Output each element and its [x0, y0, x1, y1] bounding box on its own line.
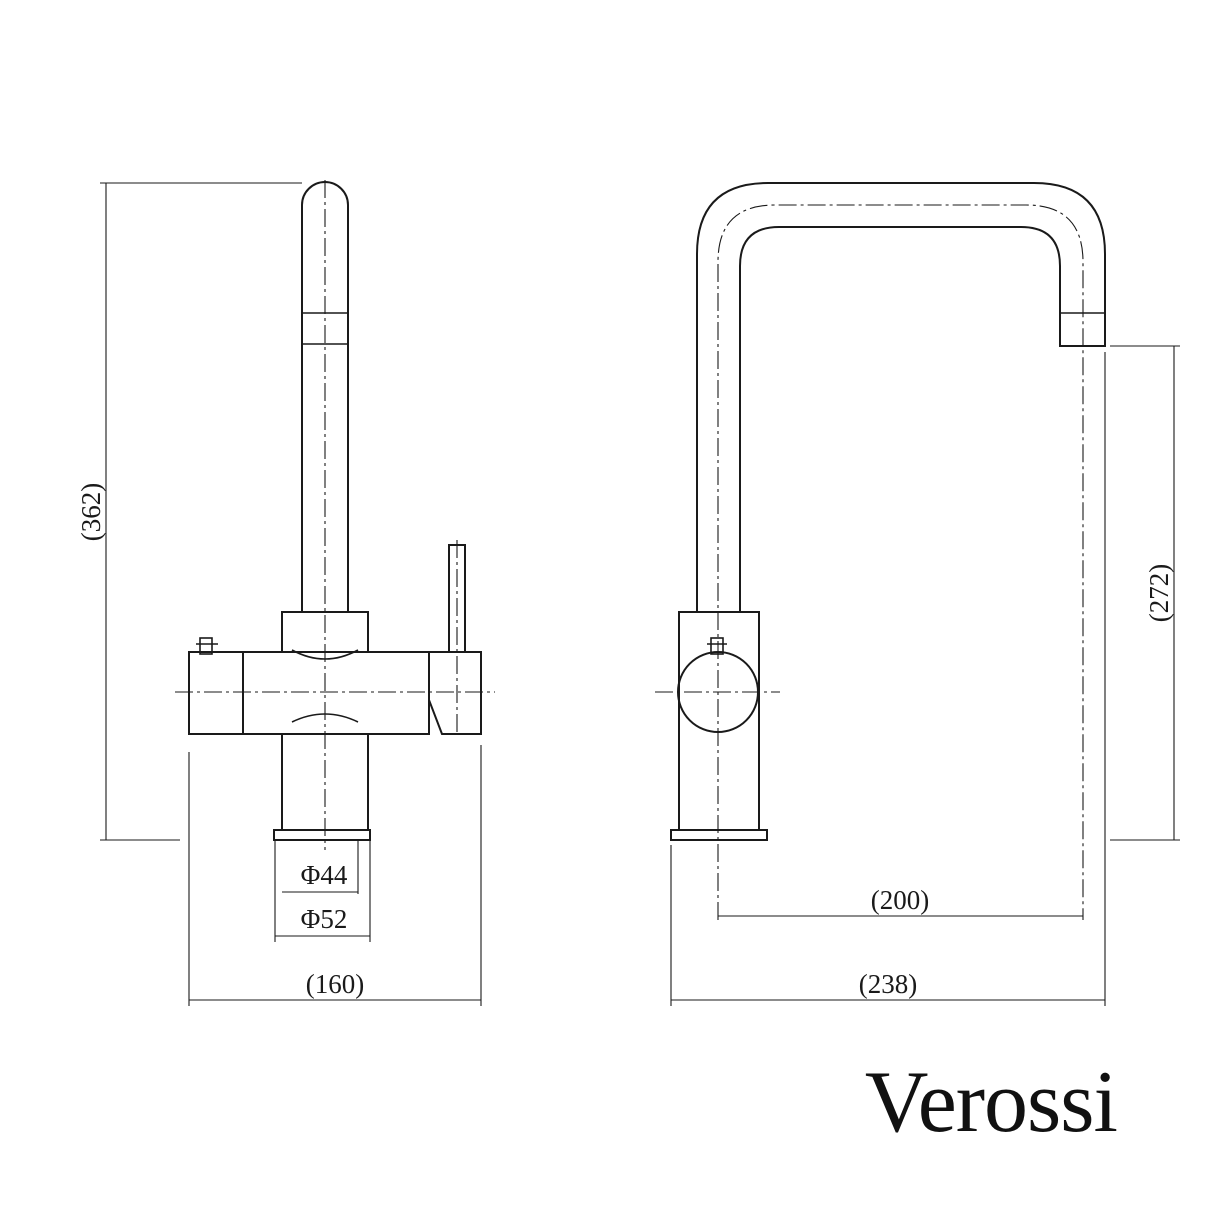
dim-160-label: (160) — [306, 969, 364, 999]
front-base-plate — [273, 829, 371, 841]
side-base-plate — [670, 829, 768, 841]
dim-phi44-label: Φ44 — [301, 860, 348, 890]
side-knob-pin — [710, 637, 724, 655]
side-spout-outer — [696, 182, 1106, 612]
dim-272-label: (272) — [1144, 564, 1174, 622]
front-view — [175, 180, 495, 850]
dim-362-label: (362) — [76, 483, 106, 541]
dim-200-label: (200) — [871, 885, 929, 915]
side-spout-centerline — [717, 204, 1084, 920]
dim-phi52-label: Φ52 — [301, 904, 348, 934]
front-body-lower-neck — [281, 734, 369, 830]
front-dimensions: (362) Φ44 Φ52 (160) — [76, 182, 482, 1006]
side-view — [655, 182, 1106, 920]
brand-logo: Verossi — [865, 1054, 1117, 1151]
dim-238-label: (238) — [859, 969, 917, 999]
front-knob-pin — [199, 637, 213, 655]
front-body-upper-neck — [281, 611, 369, 652]
front-body-main — [242, 651, 430, 735]
side-dimensions: (272) (200) (238) — [670, 345, 1180, 1006]
front-handle-housing — [428, 651, 482, 735]
front-left-knob — [188, 651, 244, 735]
